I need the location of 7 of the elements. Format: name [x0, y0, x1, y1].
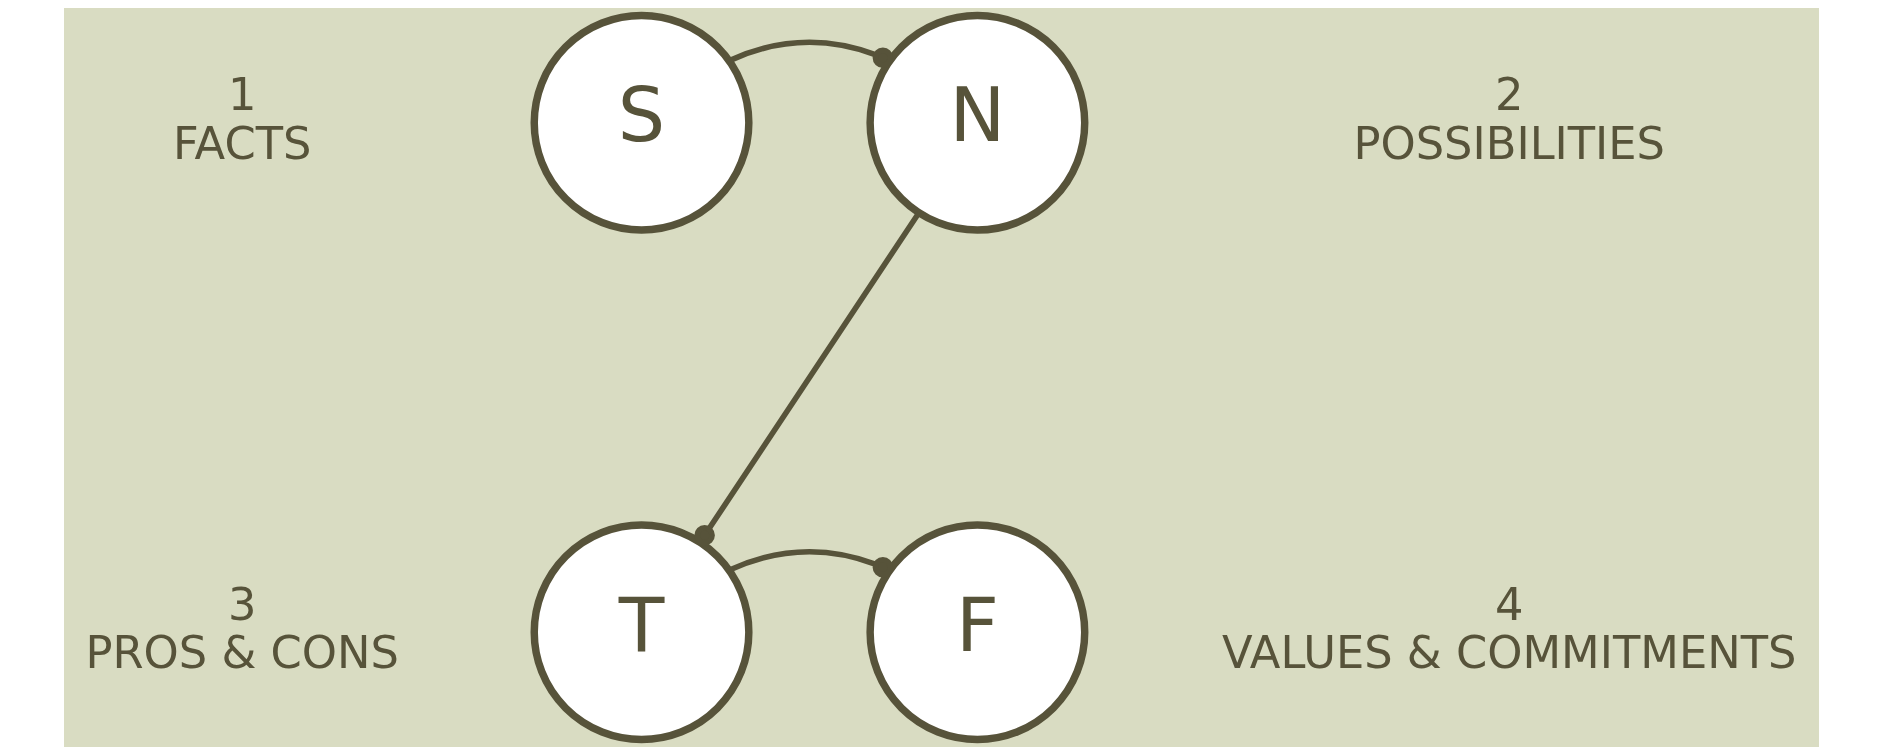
node-circle: S [530, 11, 753, 234]
connector [728, 39, 894, 69]
connector [694, 211, 922, 546]
node-circle: F [866, 521, 1089, 744]
node-circle: N [866, 11, 1089, 234]
connector [728, 549, 894, 578]
node-circle: T [530, 521, 753, 744]
